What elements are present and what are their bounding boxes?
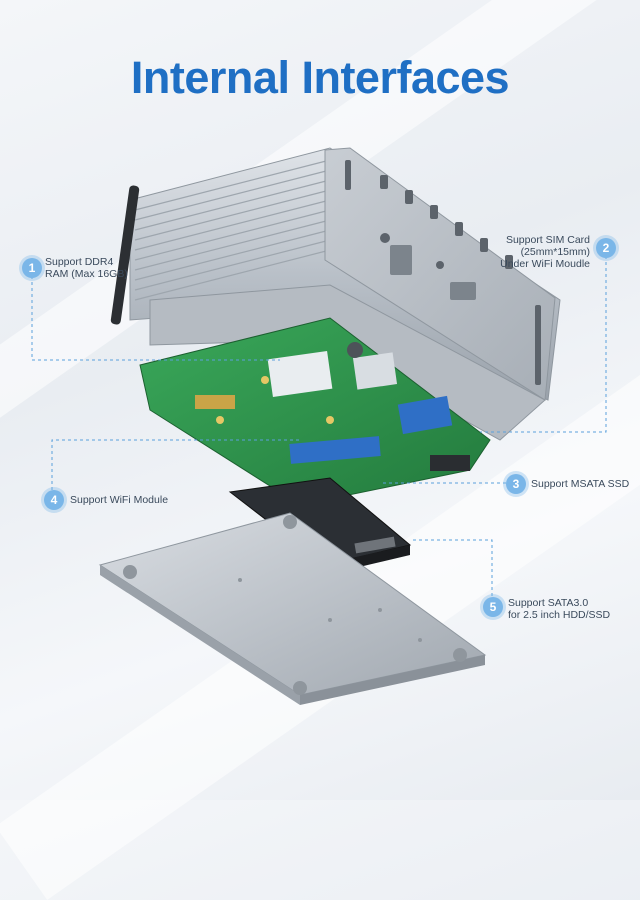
callout-msata-line1: Support MSATA SSD [531, 478, 630, 490]
callout-badge-5: 5 [483, 597, 503, 617]
product-exploded-view [31, 147, 607, 705]
callout-msata: Support MSATA SSD [531, 478, 629, 490]
callout-wifi-line1: Support WiFi Module [70, 494, 169, 506]
callout-sim-line1: Support SIM Card [505, 234, 590, 246]
case-body [110, 147, 561, 441]
callout-ram-line1: Support DDR4 [45, 256, 114, 268]
page-title: Internal Interfaces [130, 52, 510, 103]
callout-badge-3: 3 [506, 474, 526, 494]
callout-sata-line1: Support SATA3.0 [508, 597, 589, 609]
callout-ram: Support DDR4 RAM (Max 16GB) [45, 256, 128, 280]
callout-badge-1: 1 [22, 258, 42, 278]
motherboard [139, 317, 491, 506]
callout-sim: Support SIM Card (25mm*15mm) Under WiFi … [480, 234, 590, 270]
callout-badge-4: 4 [44, 490, 64, 510]
callout-ram-line2: RAM (Max 16GB) [45, 268, 128, 280]
callout-wifi: Support WiFi Module [70, 494, 168, 506]
callout-sim-line2: (25mm*15mm) [520, 246, 590, 258]
bottom-plate [98, 512, 487, 705]
callout-badge-2: 2 [596, 238, 616, 258]
callout-leaders [31, 256, 607, 596]
callout-sim-line3: Under WiFi Moudle [500, 258, 590, 270]
callout-sata-line2: for 2.5 inch HDD/SSD [508, 609, 611, 621]
callout-sata: Support SATA3.0 for 2.5 inch HDD/SSD [508, 597, 610, 621]
